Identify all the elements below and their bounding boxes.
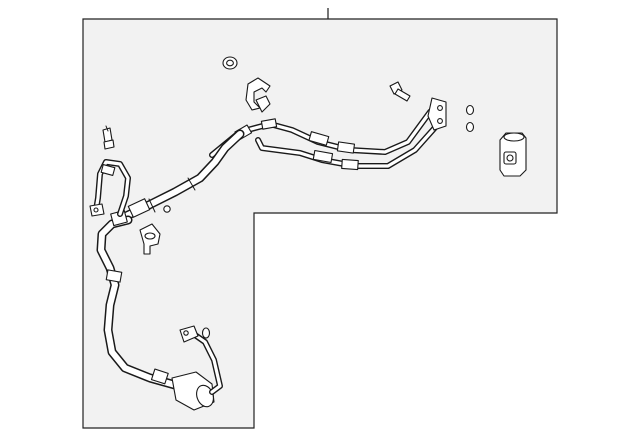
o-ring (465, 104, 475, 133)
suction-hose-assembly (117, 129, 245, 223)
retaining-clip (245, 77, 271, 113)
discharge-hose-assembly (96, 209, 180, 390)
hose-clamp (139, 223, 161, 255)
muffler (171, 325, 223, 411)
grommet (222, 56, 238, 70)
mounting-bolt (389, 81, 411, 102)
hose-bracket (89, 159, 131, 217)
diagram-panel (82, 18, 558, 429)
block-fitting (427, 97, 447, 131)
small-nut (163, 205, 171, 213)
expansion-valve (499, 132, 527, 177)
pressure-sensor (102, 125, 115, 150)
